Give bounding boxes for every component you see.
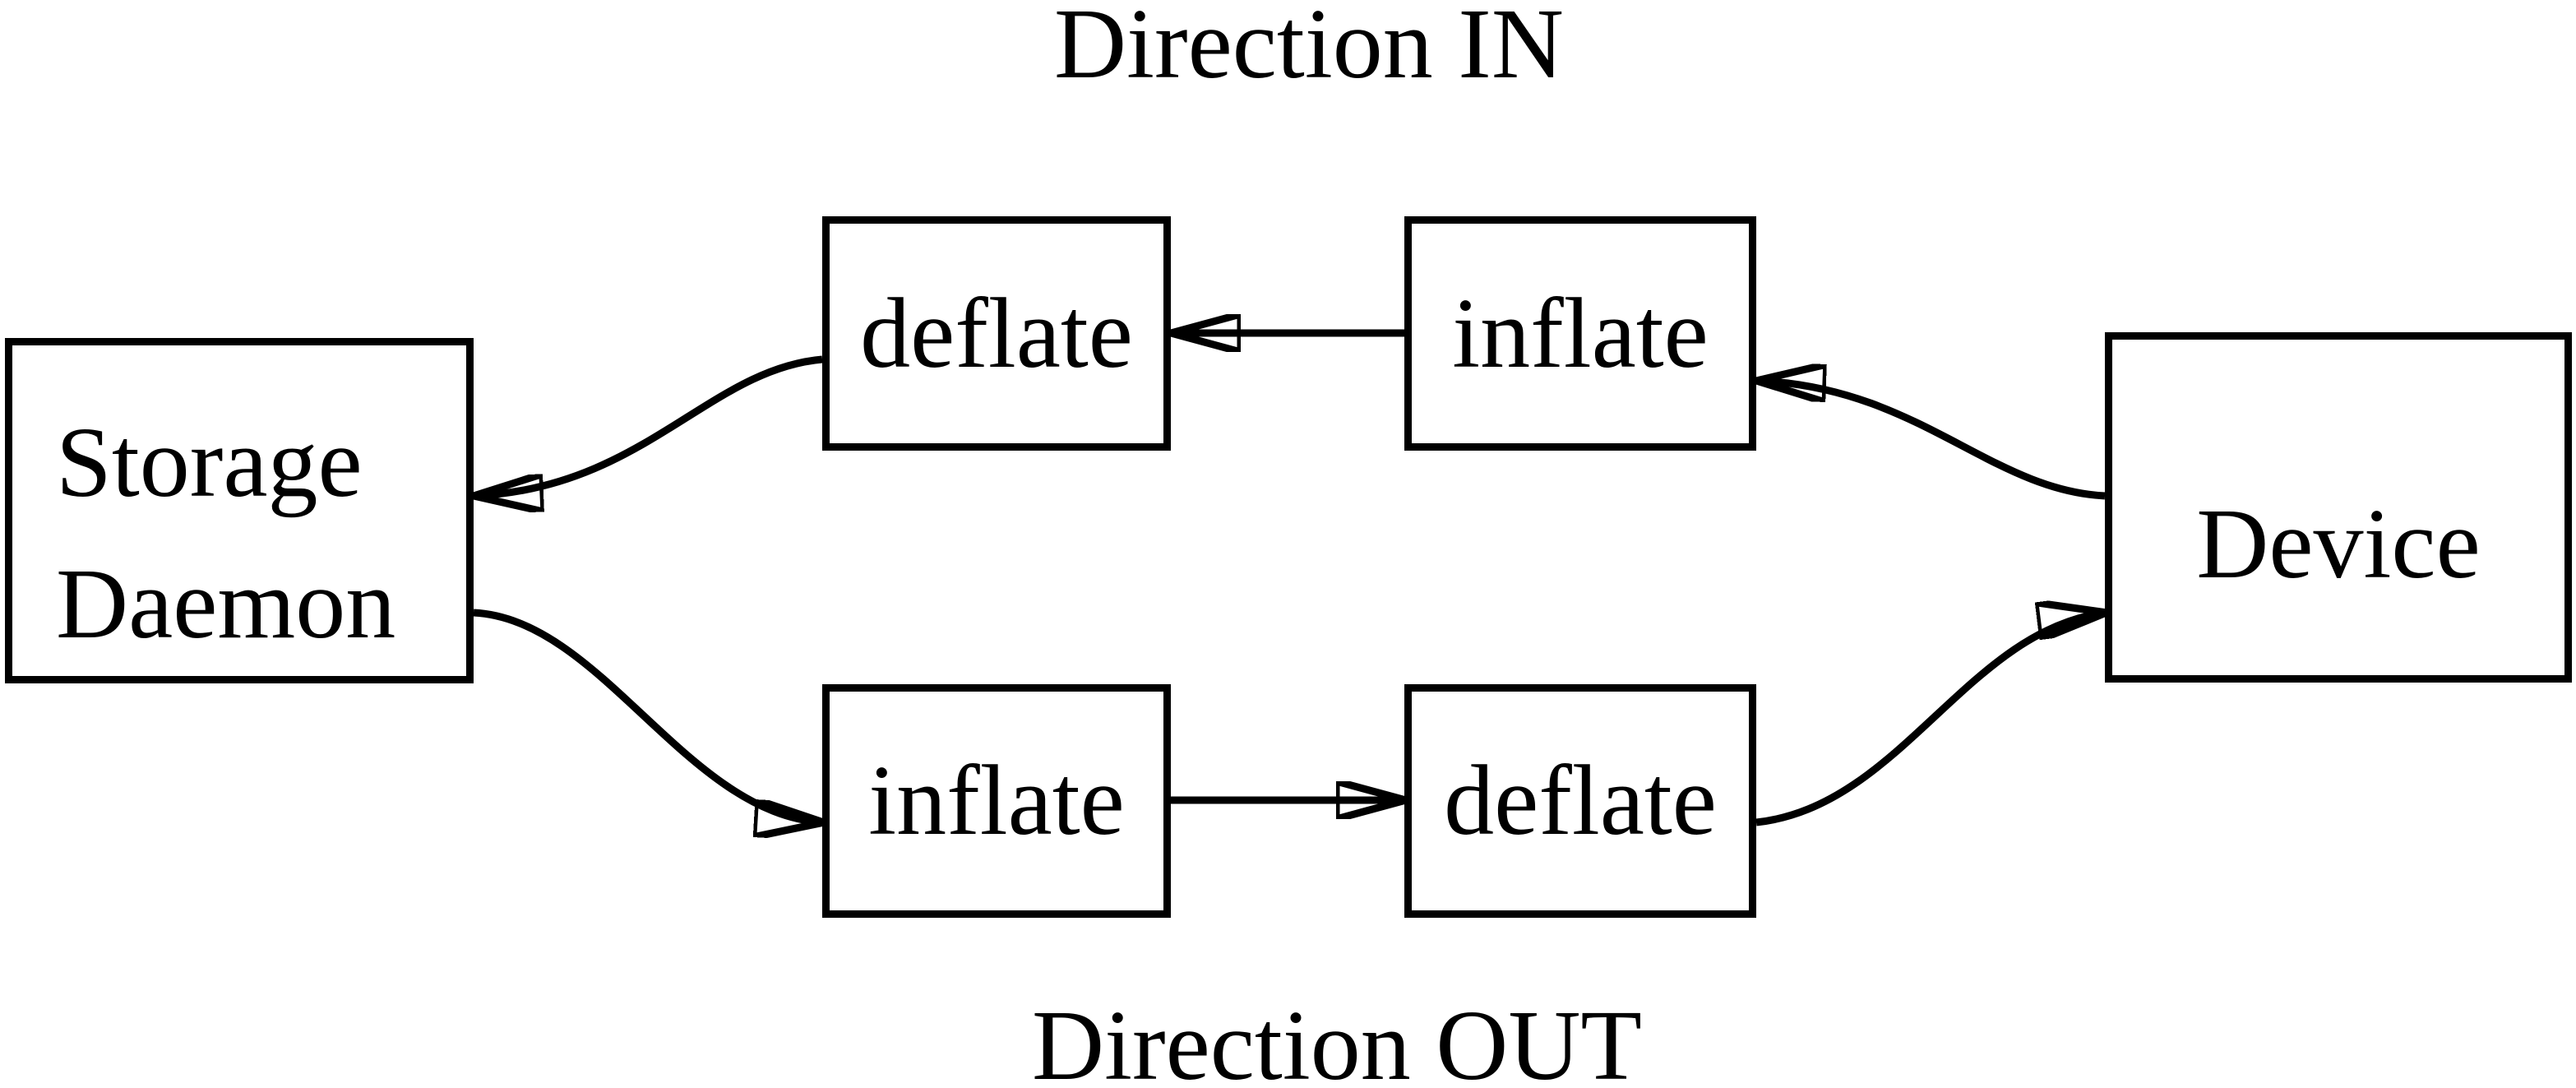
device-label: Device <box>2196 488 2481 600</box>
arrow-device-to-inflate-in <box>1757 381 2106 500</box>
title-direction-out: Direction OUT <box>1032 990 1642 1088</box>
node-device: Device <box>2105 332 2572 683</box>
arrow-deflate-out-to-device <box>1755 613 2106 826</box>
deflate-out-label: deflate <box>1444 745 1717 856</box>
title-direction-in: Direction IN <box>1054 0 1564 100</box>
node-storage-daemon: Storage Daemon <box>5 338 474 683</box>
node-deflate-out: deflate <box>1404 684 1756 918</box>
inflate-in-label: inflate <box>1452 277 1709 389</box>
node-inflate-out: inflate <box>822 684 1171 918</box>
arrow-storage-daemon-to-inflate-out <box>473 609 823 822</box>
deflate-in-label: deflate <box>860 277 1133 389</box>
node-deflate-in: deflate <box>822 216 1171 451</box>
storage-daemon-line1: Storage <box>56 407 363 518</box>
node-inflate-in: inflate <box>1404 216 1756 451</box>
inflate-out-label: inflate <box>868 745 1125 856</box>
storage-daemon-line2: Daemon <box>56 549 396 660</box>
arrow-deflate-in-to-storage-daemon <box>474 355 823 496</box>
